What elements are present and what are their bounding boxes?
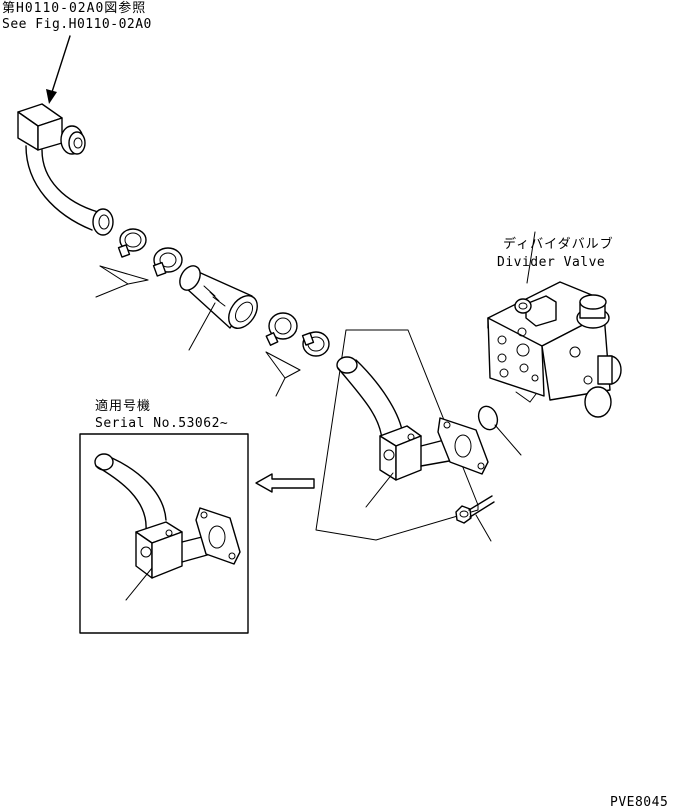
upper-fitting-block [17,103,86,155]
valve-label-jp: ディバイダバルブ [503,237,614,252]
reference-label-jp: 第H0110-02A0図参照 [2,1,147,16]
current-pipe-assembly [336,356,489,508]
rubber-hose [179,265,258,351]
upper-clamp-leaders [95,265,149,298]
lower-clamp-1 [265,312,298,346]
flange-bolt [455,495,495,542]
upper-clamp-2 [152,247,183,277]
serial-label-jp: 適用号機 [95,399,152,414]
lower-clamp-2 [301,331,330,357]
serial-inset [79,433,249,634]
reference-label-en: See Fig.H0110-02A0 [2,17,152,32]
reference-arrow [46,35,71,104]
upper-pipe [25,145,114,236]
o-ring [477,405,522,456]
valve-label-en: Divider Valve [497,255,606,270]
change-arrow [255,473,315,493]
drawing-code: PVE8045 [610,795,669,810]
assembly-boundary [315,329,479,541]
upper-clamp-1 [117,228,147,258]
lower-clamp-leaders [265,351,301,397]
divider-valve [487,231,622,418]
serial-label-en: Serial No.53062~ [95,416,229,431]
